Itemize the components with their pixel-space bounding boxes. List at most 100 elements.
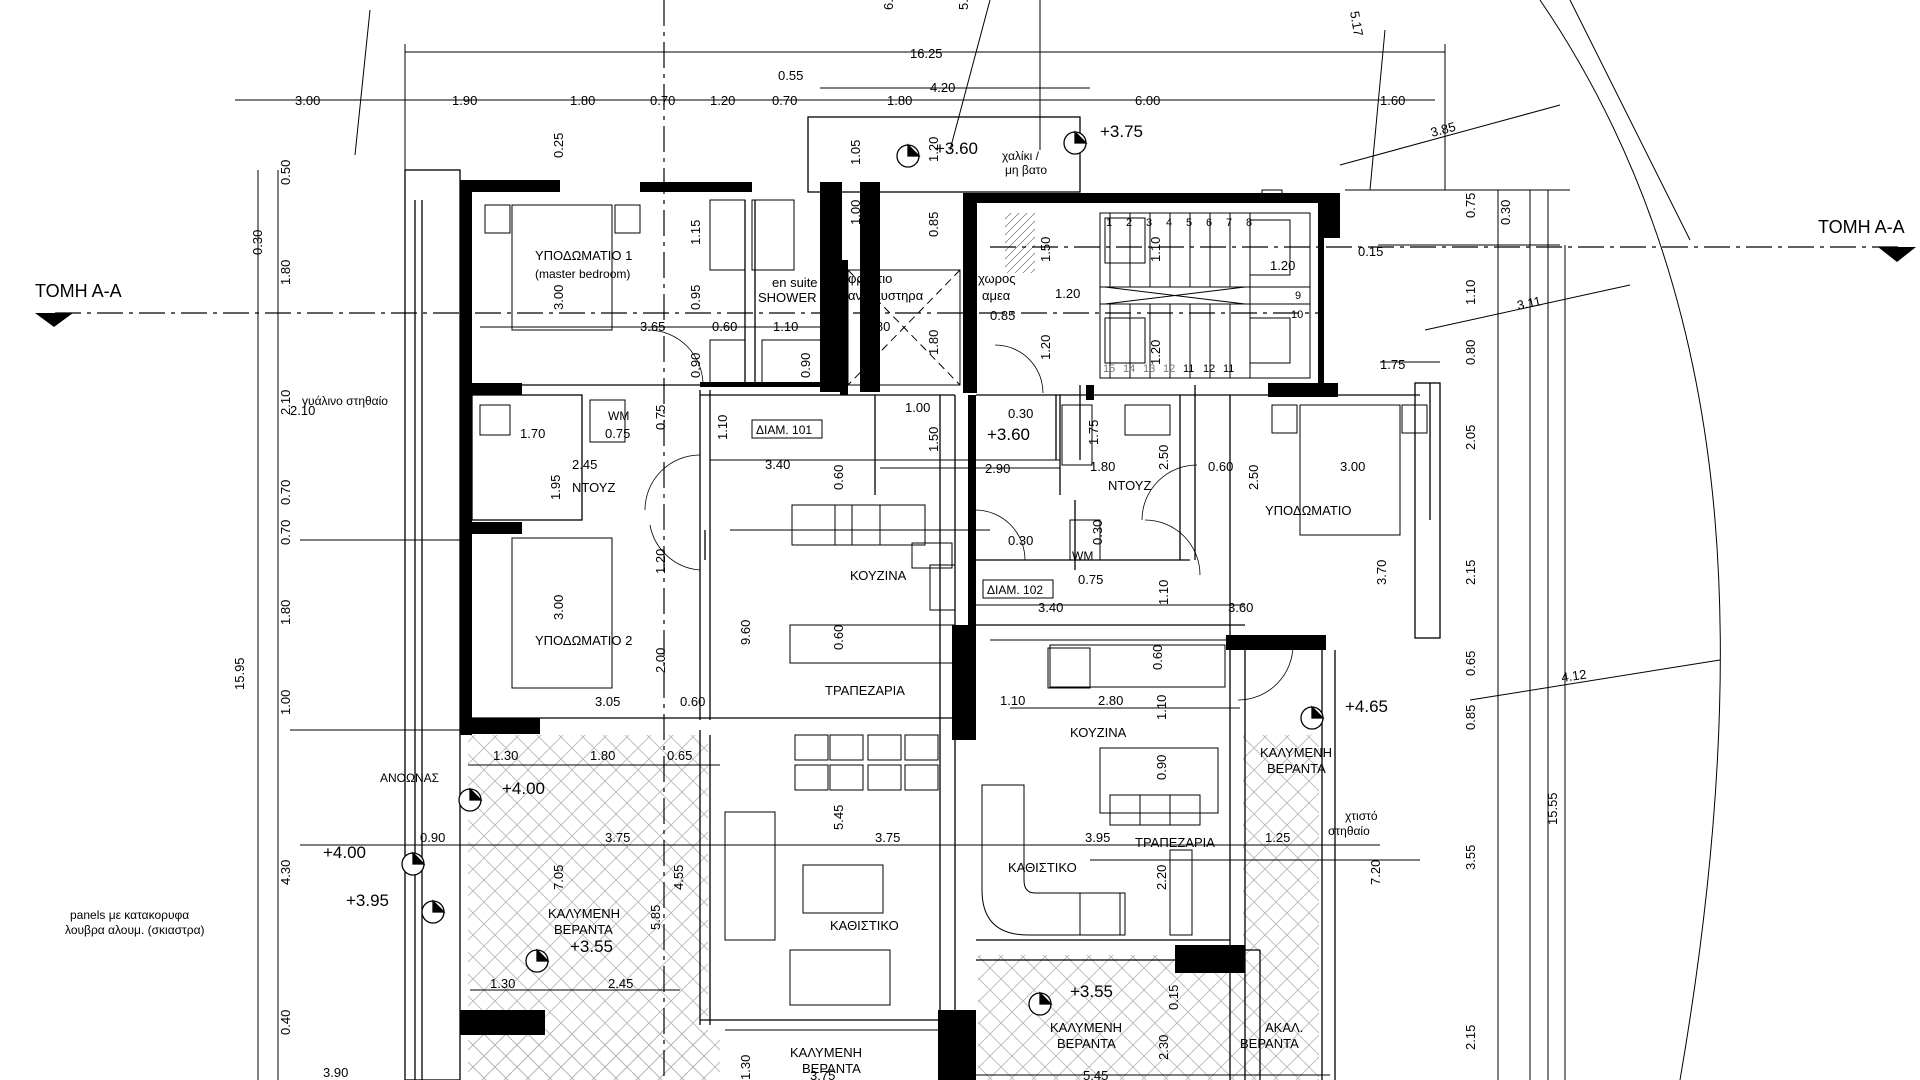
dim-overall-sub-left: 0.55 — [778, 68, 803, 83]
note-glass-parapet: γυάλινο στηθαίο — [302, 394, 388, 408]
dim-top-9: 1.60 — [1380, 93, 1405, 108]
dim-d300c: 3.00 — [551, 595, 566, 620]
level-4: +4.65 — [1345, 697, 1388, 716]
dim-d120b: 1.20 — [1055, 286, 1080, 301]
room-amea-1: χωρος — [978, 271, 1016, 286]
stair-4: 4 — [1166, 217, 1172, 229]
dim-d170: 1.70 — [520, 426, 545, 441]
door-swings — [644, 329, 1294, 701]
amea-hatch — [1005, 213, 1035, 273]
stair-3: 3 — [1146, 217, 1152, 229]
dim-d075b: 0.75 — [653, 405, 668, 430]
dim-d120-stair: 1.20 — [1270, 258, 1295, 273]
room-veranda-a-1: ΚΑΛΥΜΕΝΗ — [548, 906, 620, 921]
dim-d110c: 1.10 — [715, 415, 730, 440]
dim-right-1: 0.75 — [1463, 193, 1478, 218]
room-shower-a: ΝΤΟΥΖ — [572, 480, 615, 495]
room-living-b: ΚΑΘΙΣΤΙΚΟ — [1008, 860, 1077, 875]
dim-d120e: 1.20 — [653, 549, 668, 574]
dim-right-9: 3.55 — [1463, 845, 1478, 870]
note-lift: ΑΝΟΩΝΑΣ — [380, 771, 439, 785]
dim-d370: 3.70 — [1374, 560, 1389, 585]
dim-top-1: 3.00 — [295, 93, 320, 108]
dim-d110a: 1.10 — [773, 319, 798, 334]
room-veranda-b-2: ΒΕΡΑΝΤΑ — [1267, 761, 1326, 776]
dim-d025: 0.25 — [551, 133, 566, 158]
plot-boundary-line — [1569, 0, 1691, 241]
dimension-lines — [235, 0, 1721, 1080]
room-veranda-d-1: ΚΑΛΥΜΕΝΗ — [1050, 1020, 1122, 1035]
stair-11b: 11 — [1223, 363, 1234, 375]
section-arrow-left — [35, 313, 73, 327]
dim-d180d: 1.80 — [590, 748, 615, 763]
dim-d250a: 2.50 — [1156, 445, 1171, 470]
dim-diag-6: 4.12 — [1560, 667, 1587, 685]
room-gravel-1: χαλίκι / — [1002, 149, 1040, 163]
stair-13: 13 — [1143, 363, 1155, 375]
dim-d340b: 3.40 — [1038, 600, 1063, 615]
dim-d030c: 0.30 — [1090, 520, 1105, 545]
dim-d545a: 5.45 — [831, 805, 846, 830]
dim-right-2: 0.30 — [1498, 200, 1513, 225]
dim-d375b: 3.75 — [875, 830, 900, 845]
dim-d095: 0.95 — [688, 285, 703, 310]
dim-top-6: 0.70 — [772, 93, 797, 108]
stair-6: 6 — [1206, 217, 1212, 229]
dim-d150b: 1.50 — [926, 427, 941, 452]
dim-d210: 2.10 — [290, 403, 315, 418]
dim-d340a: 3.40 — [765, 457, 790, 472]
room-bedroom2: ΥΠΟΔΩΜΑΤΙΟ 2 — [535, 633, 632, 648]
dim-d230: 2.30 — [1156, 1035, 1171, 1060]
dim-d015: 0.15 — [1358, 244, 1383, 259]
level-9: +3.55 — [1070, 982, 1113, 1001]
dim-overall: 16.25 — [910, 46, 943, 61]
dim-d060b: 0.60 — [831, 465, 846, 490]
dim-left-6: 0.70 — [278, 520, 293, 545]
dim-d065: 0.65 — [667, 748, 692, 763]
dim-d130b: 1.30 — [490, 976, 515, 991]
dim-d375c: 3.75 — [810, 1068, 835, 1080]
dim-right-4: 0.80 — [1463, 340, 1478, 365]
section-lines — [55, 0, 1900, 1080]
dim-d110f: 1.10 — [1154, 695, 1169, 720]
room-bedroom1-sub: (master bedroom) — [535, 267, 630, 281]
dim-d090a: 0.90 — [688, 353, 703, 378]
apt-102-box — [982, 579, 1054, 599]
room-bedroom-b: ΥΠΟΔΩΜΑΤΙΟ — [1265, 503, 1352, 518]
room-veranda-c-1: ΚΑΛΥΜΕΝΗ — [790, 1045, 862, 1060]
dim-left-bottom: 3.90 — [323, 1065, 348, 1080]
dim-d365: 3.65 — [640, 319, 665, 334]
stair-1: 1 — [1106, 217, 1112, 229]
room-built-wall-2: στηθαίο — [1328, 824, 1370, 838]
stair-8: 8 — [1246, 217, 1252, 229]
dim-d220: 2.20 — [1154, 865, 1169, 890]
dim-d150a: 1.50 — [1038, 237, 1053, 262]
room-living-a: ΚΑΘΙΣΤΙΚΟ — [830, 918, 899, 933]
dim-d455: 4.55 — [671, 865, 686, 890]
dim-d305: 3.05 — [595, 694, 620, 709]
dim-top-5: 1.20 — [710, 93, 735, 108]
stair-15: 15 — [1103, 363, 1115, 375]
dim-left-5: 0.70 — [278, 480, 293, 505]
dim-d060f: 0.60 — [1150, 645, 1165, 670]
dim-d110d: 1.10 — [1156, 580, 1171, 605]
dim-d280: 2.80 — [1098, 693, 1123, 708]
dim-d105: 1.05 — [848, 140, 863, 165]
dim-d085b: 0.85 — [990, 308, 1015, 323]
dim-d120a: 1.20 — [926, 137, 941, 162]
walls — [460, 180, 1340, 1080]
level-7: +3.95 — [346, 891, 389, 910]
section-label-left: ΤΟΜΗ Α-Α — [35, 281, 122, 301]
dim-d245b: 2.45 — [608, 976, 633, 991]
dim-left-7: 1.80 — [278, 600, 293, 625]
dim-top-3: 1.80 — [570, 93, 595, 108]
room-wm-b: WM — [1072, 549, 1093, 563]
dim-diag-4: 3.85 — [1429, 119, 1457, 140]
dim-d120c: 1.20 — [1038, 335, 1053, 360]
dim-top-7: 1.80 — [887, 93, 912, 108]
dim-d060a: 0.60 — [712, 319, 737, 334]
room-gravel-2: μη βατο — [1005, 163, 1047, 177]
apt-101-box — [751, 419, 823, 439]
room-veranda-c-2: ΒΕΡΑΝΤΑ — [802, 1061, 861, 1076]
